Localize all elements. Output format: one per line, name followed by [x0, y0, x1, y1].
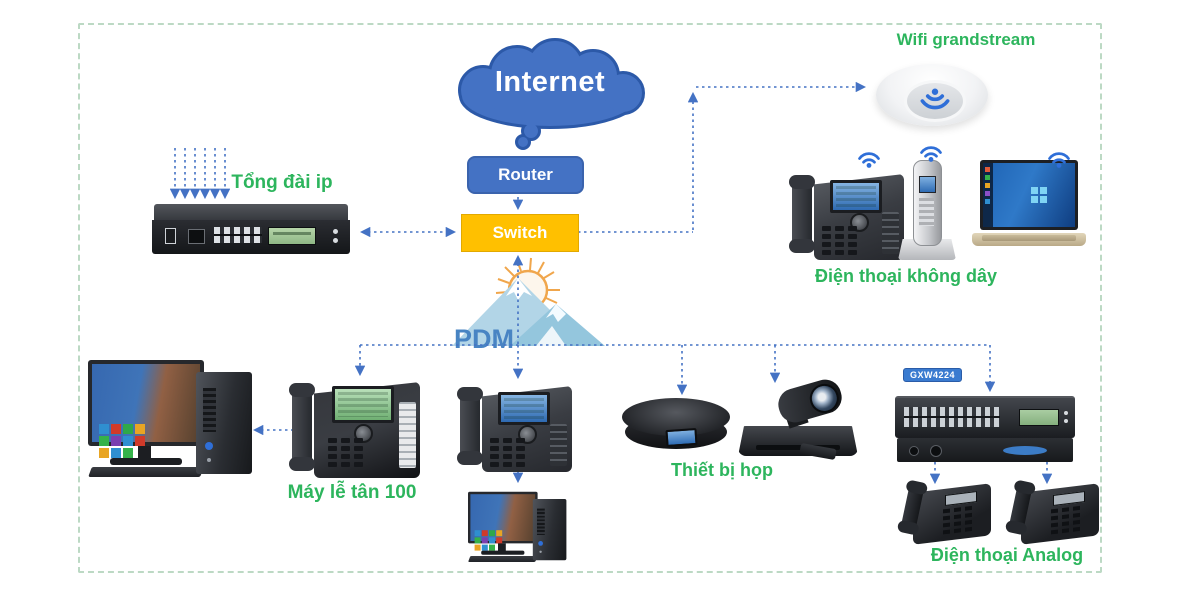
analog-phone-2 [1008, 482, 1099, 545]
ip-pbx-device [152, 204, 350, 254]
meeting-devices-label: Thiết bị họp [671, 460, 773, 480]
cloud-icon [458, 38, 645, 150]
phone-screen [830, 180, 882, 213]
phone-screen [498, 392, 550, 425]
wifi-icon [920, 146, 942, 162]
brand-logo [1003, 446, 1047, 455]
pbx-label: Tổng đài ip [231, 172, 333, 193]
fxs-ports [214, 227, 262, 243]
laptop-keyboard [972, 233, 1086, 246]
gateway-ports [904, 407, 1000, 427]
speakerphone-screen [665, 427, 698, 448]
wifi-access-point [876, 64, 988, 126]
ethernet-port [188, 229, 205, 244]
start-screen-tiles [99, 424, 109, 434]
gateway-model-badge: GXW4224 [903, 368, 963, 382]
pc-tower [196, 372, 252, 474]
status-leds [333, 229, 338, 234]
analog-phones-label: Điện thoại Analog [930, 545, 1084, 565]
switch-box: Switch [461, 214, 579, 252]
wifi-icon [920, 88, 950, 110]
gateway-lcd [1019, 409, 1059, 426]
wifi-icon [1048, 152, 1070, 168]
internet-label: Internet [494, 66, 606, 98]
video-conference-camera [738, 375, 862, 456]
phone-screen [332, 386, 394, 423]
ap-ring [904, 80, 966, 122]
lcd-display [268, 227, 316, 245]
handset [789, 175, 815, 253]
desktop-pc-small [468, 487, 567, 562]
wireless-desk-phone [789, 168, 904, 260]
internet-cloud: Internet [435, 38, 665, 156]
handset [289, 383, 315, 471]
keypad [1051, 508, 1058, 514]
wireless-group-label: Điện thoại không dây [814, 266, 998, 286]
keyboard [88, 467, 204, 477]
center-ip-phone [457, 380, 572, 472]
router-box: Router [467, 156, 584, 194]
pdm-watermark-logo: PDM [440, 252, 615, 354]
charging-cradle [898, 239, 956, 260]
monitor [88, 360, 204, 446]
keypad [328, 438, 337, 443]
keyboard [468, 556, 538, 562]
fxs-gateway: GXW4224 [895, 368, 1077, 462]
keypad [943, 508, 950, 514]
mountain-sun-icon: PDM [452, 257, 605, 354]
pc-tower [532, 499, 567, 561]
watermark-text: PDM [454, 324, 514, 352]
pbx-top-panel [154, 204, 348, 222]
diagram-border [78, 23, 1102, 573]
laptop [972, 160, 1086, 258]
wifi-icon [858, 152, 880, 168]
windows-logo-icon [1031, 187, 1038, 194]
conference-speakerphone [622, 398, 730, 454]
start-screen-tiles [474, 530, 481, 537]
switch-label: Switch [492, 223, 548, 242]
reception-phone [289, 376, 420, 478]
laptop-screen [983, 163, 1075, 227]
cordless-phone [898, 160, 956, 262]
cordless-handset [913, 160, 942, 246]
analog-phone-1 [900, 482, 991, 545]
monitor [468, 491, 538, 544]
desktop-pc [88, 352, 253, 477]
router-label: Router [498, 165, 553, 184]
usb-port [165, 228, 176, 244]
camera-lens [774, 375, 846, 427]
gateway-leds [1064, 411, 1068, 415]
wifi-ap-label: Wifi grandstream [896, 30, 1036, 49]
handset [457, 387, 483, 465]
blf-panel [399, 402, 416, 468]
reception-phone-label: Máy lễ tân 100 [287, 482, 417, 503]
keypad [490, 438, 499, 443]
keypad [822, 226, 831, 231]
